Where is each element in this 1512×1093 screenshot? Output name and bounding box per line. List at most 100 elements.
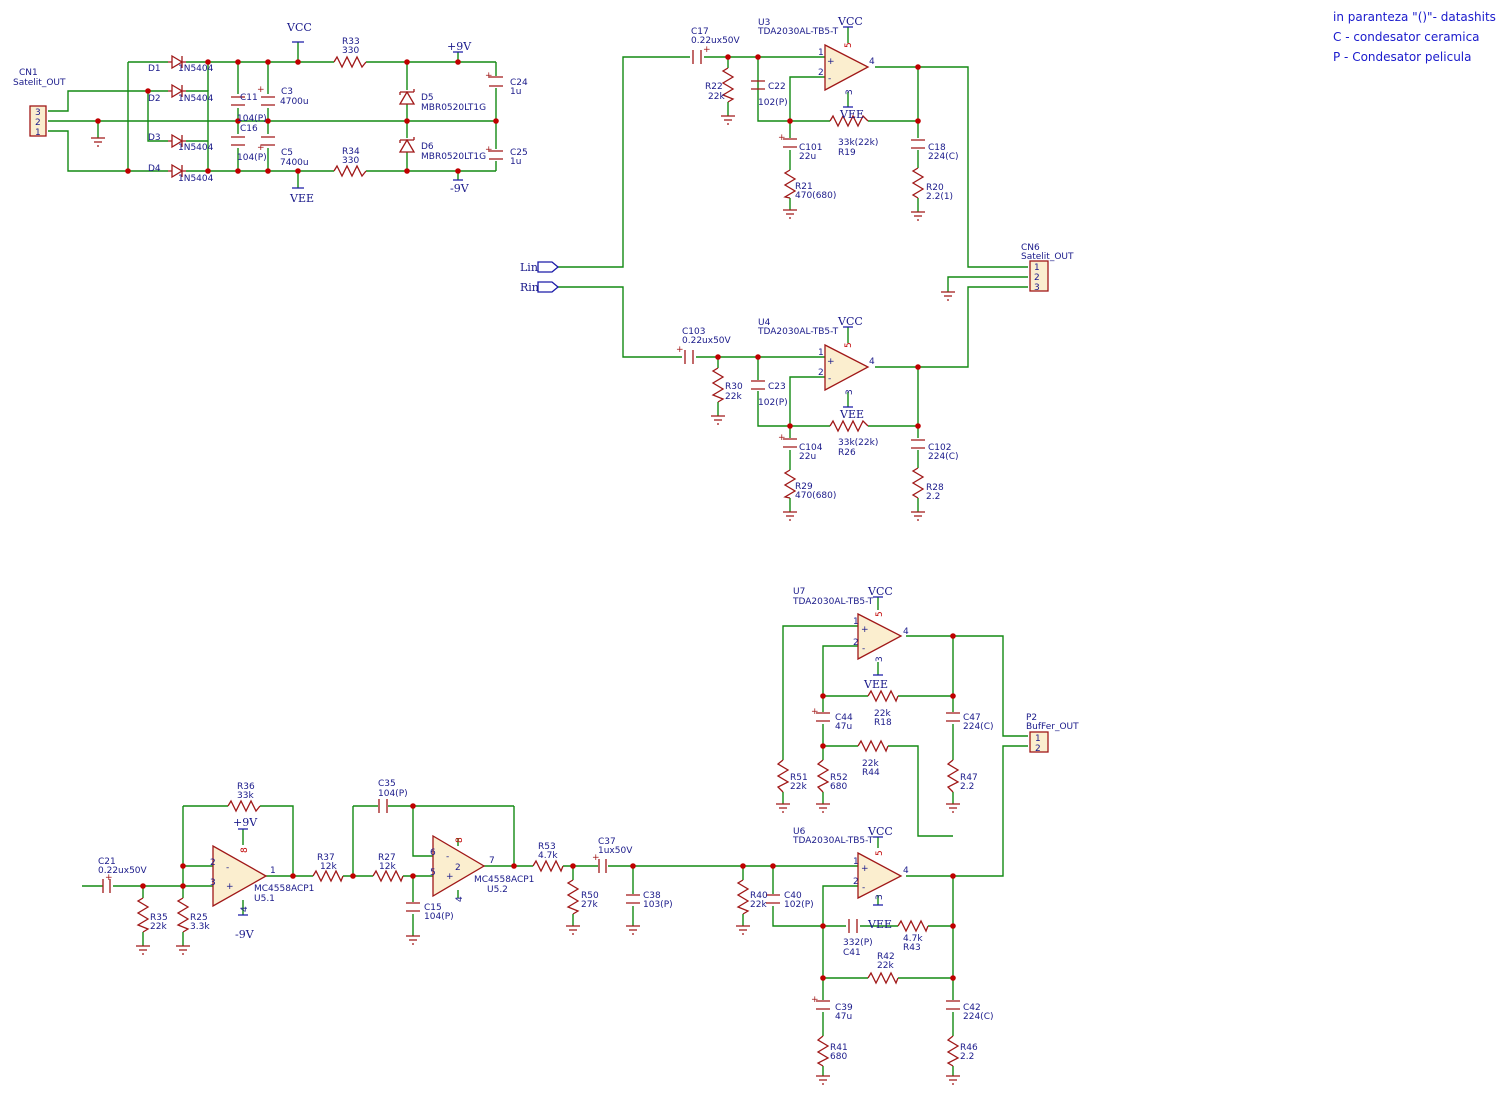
ref-r37: R37 — [317, 853, 335, 863]
val-c17: 0.22ux50V — [691, 36, 741, 46]
resistor-r28 — [911, 467, 925, 499]
cap-c104: + — [778, 433, 797, 448]
opamp-u4 — [824, 343, 870, 392]
val-r19: 33k(22k) — [838, 138, 878, 148]
val-c15: 104(P) — [424, 912, 454, 922]
resistor-r52 — [816, 759, 830, 793]
val-c47: 224(C) — [963, 722, 994, 732]
resistor-r35 — [136, 897, 150, 933]
val-r26: 33k(22k) — [838, 438, 878, 448]
svg-text:4: 4 — [240, 906, 250, 912]
cap-c103: + — [676, 345, 694, 364]
svg-text:8: 8 — [455, 837, 465, 843]
diode-d4 — [168, 163, 186, 179]
cn6-pin: 3 — [1034, 283, 1040, 293]
svg-text:+: + — [861, 864, 869, 874]
svg-text:+: + — [257, 85, 265, 95]
ref-r50: R50 — [581, 891, 599, 901]
cn1-pin: 2 — [35, 118, 41, 128]
val-c101: 22u — [799, 152, 816, 162]
ref-c35: C35 — [378, 779, 396, 789]
ref-r47: R47 — [960, 773, 978, 783]
ref-c38: C38 — [643, 891, 661, 901]
cap-c38 — [626, 894, 640, 904]
ref-c104: C104 — [799, 443, 823, 453]
cap-c24: + — [485, 71, 503, 87]
ref-r41: R41 — [830, 1043, 848, 1053]
ref-r25: R25 — [190, 913, 208, 923]
cap-c21: + — [102, 873, 113, 893]
diode-d3 — [168, 133, 186, 149]
val-r25: 3.3k — [190, 922, 210, 932]
val-c11: 104(P) — [237, 114, 267, 124]
val-c40: 102(P) — [784, 900, 814, 910]
svg-text:+: + — [778, 433, 786, 443]
ref-r33: R33 — [342, 37, 360, 47]
val-c102: 224(C) — [928, 452, 959, 462]
ref-r40: R40 — [750, 891, 768, 901]
val-r47: 2.2 — [960, 782, 974, 792]
ground-icon — [911, 211, 925, 221]
ref-r34: R34 — [342, 147, 360, 157]
svg-text:3: 3 — [845, 89, 855, 95]
svg-text:5: 5 — [844, 42, 854, 48]
ground-icon — [176, 945, 190, 955]
resistor-r53 — [532, 859, 564, 873]
cn6-name: Satelit_OUT — [1021, 252, 1074, 262]
ref-c40: C40 — [784, 891, 802, 901]
resistor-r50 — [566, 879, 580, 915]
val-c23: 102(P) — [758, 398, 788, 408]
resistor-r21 — [783, 169, 797, 199]
ground-icon — [911, 511, 925, 521]
ground-icon — [736, 925, 750, 935]
ref-c41: C41 — [843, 948, 861, 958]
ground-icon — [941, 291, 955, 301]
svg-text:2: 2 — [853, 877, 859, 887]
note-ceramic: C - condesator ceramica — [1333, 30, 1480, 44]
val-d6: MBR0520LT1G — [421, 152, 486, 162]
cap-c15 — [406, 902, 420, 912]
val-r20: 2.2(1) — [926, 192, 953, 202]
svg-text:7: 7 — [489, 856, 495, 866]
val-r46: 2.2 — [960, 1052, 974, 1062]
ref-u3: U3 — [758, 18, 770, 28]
ref-u6: U6 — [793, 827, 806, 837]
resistor-r51 — [776, 759, 790, 793]
resistor-r42 — [867, 971, 899, 985]
label-vcc: VCC — [837, 315, 863, 328]
connector-cn1 — [29, 105, 47, 137]
resistor-r27 — [372, 869, 404, 883]
svg-text:+: + — [827, 357, 835, 367]
label-vee: VEE — [867, 918, 892, 931]
resistor-r37 — [312, 869, 344, 883]
val-c22: 102(P) — [758, 98, 788, 108]
svg-text:1: 1 — [270, 866, 276, 876]
cn1-pin: 3 — [35, 108, 41, 118]
diode-d1 — [168, 54, 186, 70]
ref-r42: R42 — [877, 952, 895, 962]
svg-text:2: 2 — [818, 368, 824, 378]
ref-c24: C24 — [510, 78, 528, 88]
connector-p2 — [1029, 731, 1049, 753]
cap-c18 — [911, 139, 925, 149]
ref-r28: R28 — [926, 483, 944, 493]
connector-cn6 — [1029, 260, 1049, 292]
label-vcc: VCC — [286, 21, 312, 34]
cn6-pin: 2 — [1034, 273, 1040, 283]
cap-c11 — [231, 96, 245, 106]
port-rin — [537, 281, 560, 293]
label-vcc: VCC — [837, 15, 863, 28]
cap-c40 — [766, 894, 780, 904]
cap-c41 — [848, 919, 858, 933]
ground-icon — [91, 137, 105, 147]
ref-r19: R19 — [838, 148, 856, 158]
svg-text:-: - — [828, 374, 831, 384]
note-datasheet: in paranteza "()"- datashits — [1333, 10, 1496, 24]
ref-r29: R29 — [795, 482, 813, 492]
cn1-ref: CN1 — [19, 68, 38, 78]
cap-c3: + — [257, 85, 275, 106]
ref-c5: C5 — [281, 148, 293, 158]
val-c39: 47u — [835, 1012, 852, 1022]
ground-icon — [711, 415, 725, 425]
svg-text:4: 4 — [455, 896, 465, 902]
